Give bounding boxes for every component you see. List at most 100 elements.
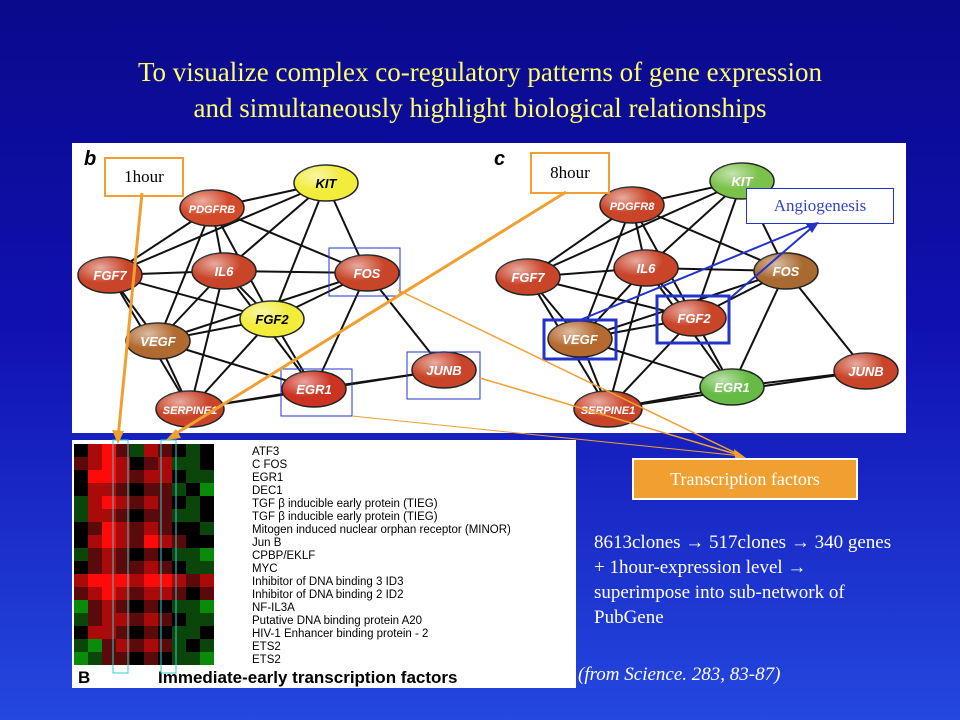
heatmap-cell (144, 626, 158, 639)
node-label: FGF7 (93, 268, 127, 283)
heatmap-cell (172, 548, 186, 561)
node-right-egr1: EGR1 (699, 368, 765, 406)
heatmap-cell (102, 522, 116, 535)
heatmap-gene-label: Mitogen induced nuclear orphan receptor … (252, 524, 511, 536)
heatmap-cell (200, 587, 214, 600)
heatmap-cell (102, 626, 116, 639)
heatmap-cell (144, 522, 158, 535)
heatmap-cell (88, 626, 102, 639)
heatmap-cell (116, 600, 130, 613)
heatmap-cell (74, 509, 88, 522)
heatmap-gene-label: TGF β inducible early protein (TIEG) (252, 511, 438, 523)
heatmap-cell (158, 639, 172, 652)
heatmap-cell (116, 535, 130, 548)
heatmap-cell (88, 600, 102, 613)
node-label: EGR1 (714, 380, 749, 395)
heatmap-cell (102, 574, 116, 587)
heatmap-cell (88, 548, 102, 561)
title-line-1: To visualize complex co-regulatory patte… (137, 57, 823, 87)
heatmap-cell (130, 509, 144, 522)
heatmap-cell (144, 548, 158, 561)
heatmap-cell (74, 483, 88, 496)
heatmap-cell (74, 652, 88, 665)
node-left-egr1: EGR1 (281, 370, 347, 408)
label-1hour: 1hour (104, 157, 184, 197)
node-label: KIT (316, 176, 338, 191)
heatmap-cell (74, 444, 88, 457)
heatmap-cell (144, 535, 158, 548)
heatmap-cell (172, 444, 186, 457)
heatmap-cell (74, 587, 88, 600)
node-label: FGF2 (677, 311, 711, 326)
heatmap-cell (88, 522, 102, 535)
heatmap-cell (158, 561, 172, 574)
node-left-fgf2: FGF2 (239, 300, 305, 338)
heatmap-cell (102, 535, 116, 548)
edge-left-il6-serpine1 (189, 270, 225, 410)
panel-letter-b: b (84, 148, 96, 170)
heatmap-cell (186, 600, 200, 613)
node-right-junb: JUNB (833, 352, 899, 390)
node-right-fgf7: FGF7 (495, 258, 561, 296)
heatmap-cell (130, 496, 144, 509)
heatmap-cell (130, 457, 144, 470)
heatmap-cell (200, 626, 214, 639)
heatmap-cell (144, 509, 158, 522)
heatmap-gene-label: ATF3 (252, 446, 279, 458)
heatmap-cell (116, 444, 130, 457)
heatmap-cell (130, 587, 144, 600)
heatmap-cell (186, 639, 200, 652)
heatmap-cell (200, 561, 214, 574)
heatmap-cell (172, 535, 186, 548)
heatmap-cell (186, 496, 200, 509)
heatmap-cell (74, 496, 88, 509)
heatmap-cell (158, 457, 172, 470)
heatmap-cell (144, 652, 158, 665)
panel-letter-c: c (494, 148, 505, 170)
node-left-junb: JUNB (411, 351, 477, 389)
heatmap-cell (102, 548, 116, 561)
heatmap-cell (144, 600, 158, 613)
heatmap-gene-label: MYC (252, 563, 278, 575)
node-label: FOS (773, 264, 800, 279)
heatmap-cell (130, 626, 144, 639)
heatmap-cell (130, 574, 144, 587)
heatmap-cell (200, 444, 214, 457)
node-shine (600, 187, 664, 223)
node-label: SERPINE1 (163, 405, 217, 417)
heatmap-cell (186, 522, 200, 535)
node-label: IL6 (215, 264, 235, 279)
heatmap-gene-label: ETS2 (252, 641, 281, 653)
heatmap-cell (130, 613, 144, 626)
heatmap-cell (130, 483, 144, 496)
heatmap-cell (200, 600, 214, 613)
angiogenesis-label: Angiogenesis (746, 188, 894, 224)
heatmap-cell (172, 626, 186, 639)
heatmap-cell (116, 548, 130, 561)
heatmap-cell (186, 535, 200, 548)
heatmap-cell (200, 574, 214, 587)
heatmap-cell (144, 496, 158, 509)
heatmap-cell (130, 561, 144, 574)
heatmap-cell (172, 574, 186, 587)
heatmap-cell (144, 574, 158, 587)
heatmap-cell (88, 457, 102, 470)
heatmap-cell (200, 470, 214, 483)
heatmap-panel-letter: B (78, 668, 90, 687)
heatmap-cell (116, 626, 130, 639)
node-left-serpine1: SERPINE1 (155, 390, 225, 428)
heatmap-cell (186, 652, 200, 665)
pipeline-description: 8613clones → 517clones → 340 genes + 1ho… (594, 532, 892, 628)
heatmap-cell (102, 483, 116, 496)
heatmap-cell (116, 483, 130, 496)
heatmap-cell (200, 535, 214, 548)
heatmap-cell (172, 470, 186, 483)
heatmap-cell (172, 457, 186, 470)
heatmap-gene-label: TGF β inducible early protein (TIEG) (252, 498, 438, 510)
node-label: KIT (732, 174, 754, 189)
heatmap-cell (102, 561, 116, 574)
heatmap-cell (130, 600, 144, 613)
heatmap-gene-label: Inhibitor of DNA binding 3 ID3 (252, 576, 404, 588)
transcription-factors-label: Transcription factors (632, 458, 858, 500)
